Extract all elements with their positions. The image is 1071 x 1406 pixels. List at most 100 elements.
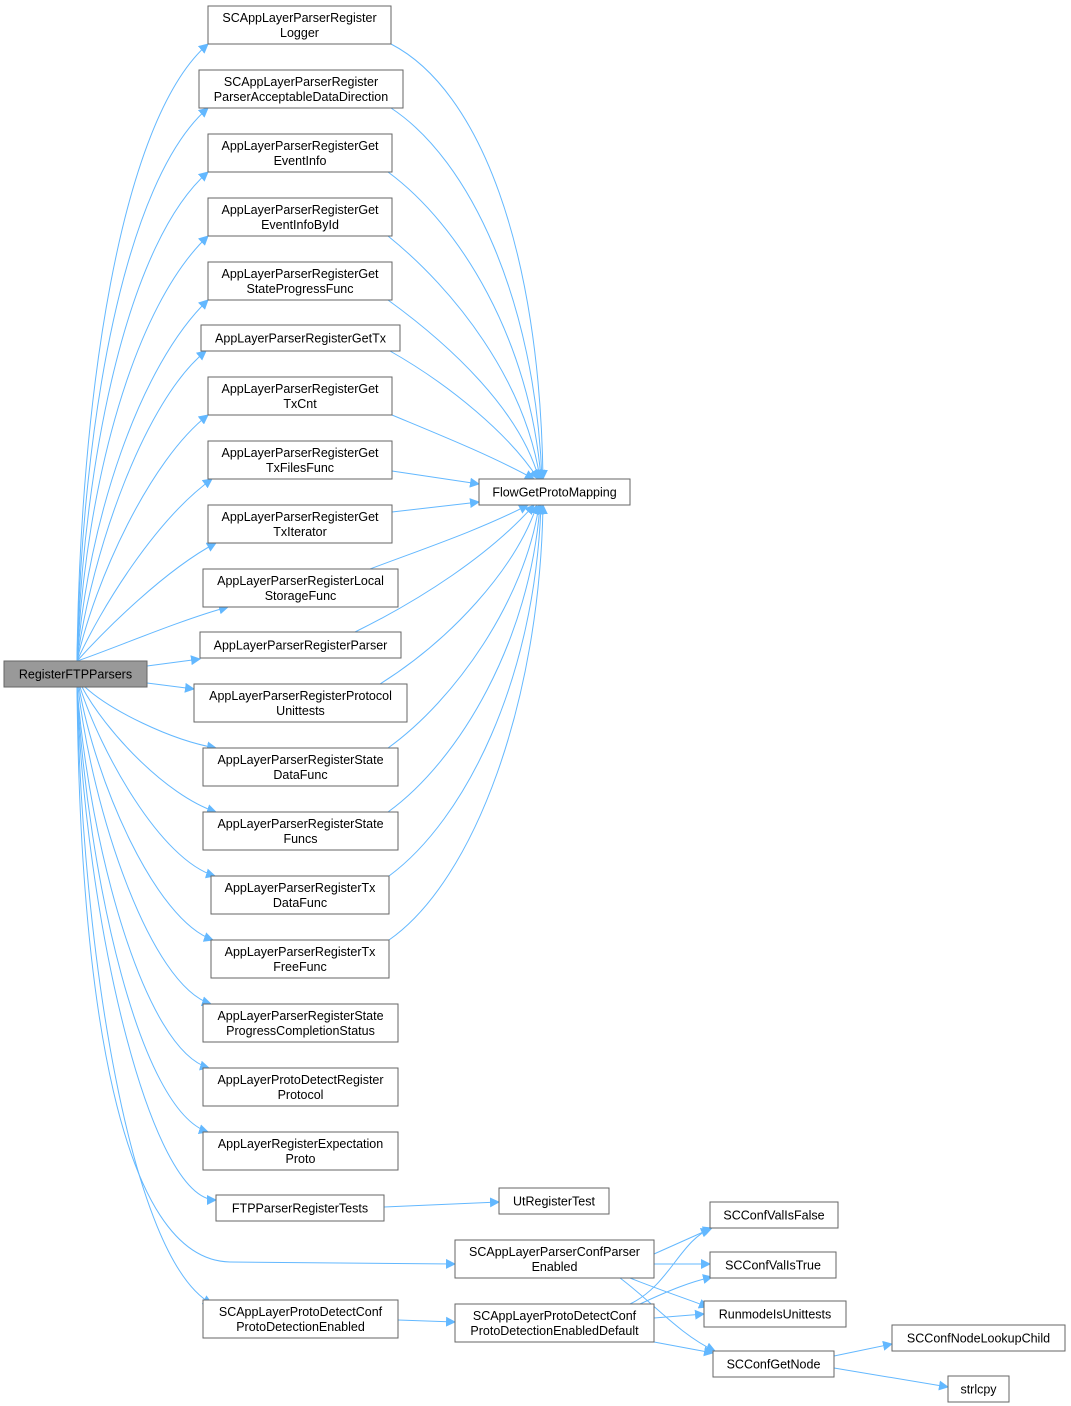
node-label: EventInfo [274, 154, 327, 168]
node-label: FTPParserRegisterTests [232, 1202, 368, 1216]
node-rmu[interactable]: RunmodeIsUnittests [703, 1300, 847, 1328]
node-label: SCConfValIsFalse [723, 1209, 824, 1223]
node-box[interactable] [202, 811, 399, 851]
node-label: SCAppLayerProtoDetectConf [473, 1309, 637, 1323]
edge-root-to-n8 [76, 478, 213, 662]
edge-pdd-to-cgn [653, 1341, 714, 1357]
node-box[interactable] [709, 1251, 837, 1279]
node-box[interactable] [207, 5, 392, 45]
node-box[interactable] [703, 1300, 847, 1328]
node-label: AppLayerParserRegisterGet [221, 203, 379, 217]
node-n2[interactable]: SCAppLayerParserRegisterParserAcceptable… [198, 69, 404, 109]
node-box[interactable] [202, 568, 399, 608]
node-n22[interactable]: SCAppLayerProtoDetectConfProtoDetectionE… [202, 1299, 399, 1339]
node-box[interactable] [199, 631, 402, 659]
edge-pdd-to-cvt [639, 1274, 713, 1305]
node-box[interactable] [207, 133, 393, 173]
node-n11[interactable]: AppLayerParserRegisterParser [199, 631, 402, 659]
node-box[interactable] [202, 1299, 399, 1339]
node-box[interactable] [454, 1303, 655, 1343]
edge-n1-to-fgpm [390, 43, 548, 480]
node-box[interactable] [891, 1324, 1066, 1352]
edge-root-to-n15 [79, 686, 216, 879]
node-root[interactable]: RegisterFTPParsers [3, 660, 148, 688]
node-box[interactable] [709, 1201, 839, 1229]
node-pdd[interactable]: SCAppLayerProtoDetectConfProtoDetectionE… [454, 1303, 655, 1343]
edge-root-to-n7 [76, 414, 209, 662]
node-box[interactable] [215, 1194, 385, 1222]
node-box[interactable] [202, 1067, 399, 1107]
edge-root-to-n19 [76, 686, 209, 1134]
node-box[interactable] [207, 440, 393, 480]
edge-root-to-n1 [76, 43, 209, 662]
edge-n10-to-fgpm [369, 504, 529, 570]
node-box[interactable] [202, 1131, 399, 1171]
edge-root-to-n16 [78, 686, 214, 942]
node-box[interactable] [210, 939, 390, 979]
node-cnlc[interactable]: SCConfNodeLookupChild [891, 1324, 1066, 1352]
node-label: DataFunc [273, 896, 327, 910]
node-label: StateProgressFunc [247, 282, 354, 296]
node-cgn[interactable]: SCConfGetNode [712, 1350, 835, 1378]
node-box[interactable] [947, 1375, 1010, 1403]
node-box[interactable] [207, 197, 393, 237]
node-cvt[interactable]: SCConfValIsTrue [709, 1251, 837, 1279]
edge-n9-to-fgpm [391, 498, 480, 513]
node-label: FreeFunc [273, 960, 327, 974]
node-n5[interactable]: AppLayerParserRegisterGetStateProgressFu… [207, 261, 393, 301]
node-box[interactable] [498, 1187, 610, 1215]
node-box[interactable] [207, 504, 393, 544]
node-label: Proto [286, 1152, 316, 1166]
node-box[interactable] [478, 478, 631, 506]
node-box[interactable] [3, 660, 148, 688]
node-label: SCConfNodeLookupChild [907, 1332, 1050, 1346]
node-label: Logger [280, 26, 319, 40]
node-box[interactable] [712, 1350, 835, 1378]
node-label: Protocol [278, 1088, 324, 1102]
node-box[interactable] [454, 1239, 655, 1279]
edge-n4-to-fgpm [387, 235, 544, 480]
edge-n16-to-fgpm [388, 504, 548, 941]
node-box[interactable] [202, 1003, 399, 1043]
node-box[interactable] [210, 875, 390, 915]
nodes: RegisterFTPParsers SCAppLayerParserRegist… [3, 5, 1066, 1403]
node-label: EventInfoById [261, 218, 339, 232]
edge-root-to-n10 [76, 604, 229, 662]
node-n17[interactable]: AppLayerParserRegisterStateProgressCompl… [202, 1003, 399, 1043]
node-n20[interactable]: FTPParserRegisterTests [215, 1194, 385, 1222]
edge-n13-to-fgpm [387, 504, 543, 749]
edge-root-to-n14 [81, 686, 217, 814]
node-fgpm[interactable]: FlowGetProtoMapping [478, 478, 631, 506]
edge-pdd-to-cvf [629, 1226, 713, 1305]
edge-root-to-n3 [76, 171, 209, 662]
node-cvf[interactable]: SCConfValIsFalse [709, 1201, 839, 1229]
node-box[interactable] [202, 747, 399, 787]
node-box[interactable] [200, 324, 401, 352]
node-strl[interactable]: strlcpy [947, 1375, 1010, 1403]
node-utrt[interactable]: UtRegisterTest [498, 1187, 610, 1215]
node-box[interactable] [198, 69, 404, 109]
node-box[interactable] [207, 376, 393, 416]
node-label: TxCnt [283, 397, 317, 411]
node-box[interactable] [207, 261, 393, 301]
node-n6[interactable]: AppLayerParserRegisterGetTx [200, 324, 401, 352]
edge-n21-to-cvf [653, 1228, 711, 1255]
edge-root-to-n4 [76, 235, 209, 662]
edge-n7-to-fgpm [391, 414, 535, 480]
node-box[interactable] [193, 683, 408, 723]
